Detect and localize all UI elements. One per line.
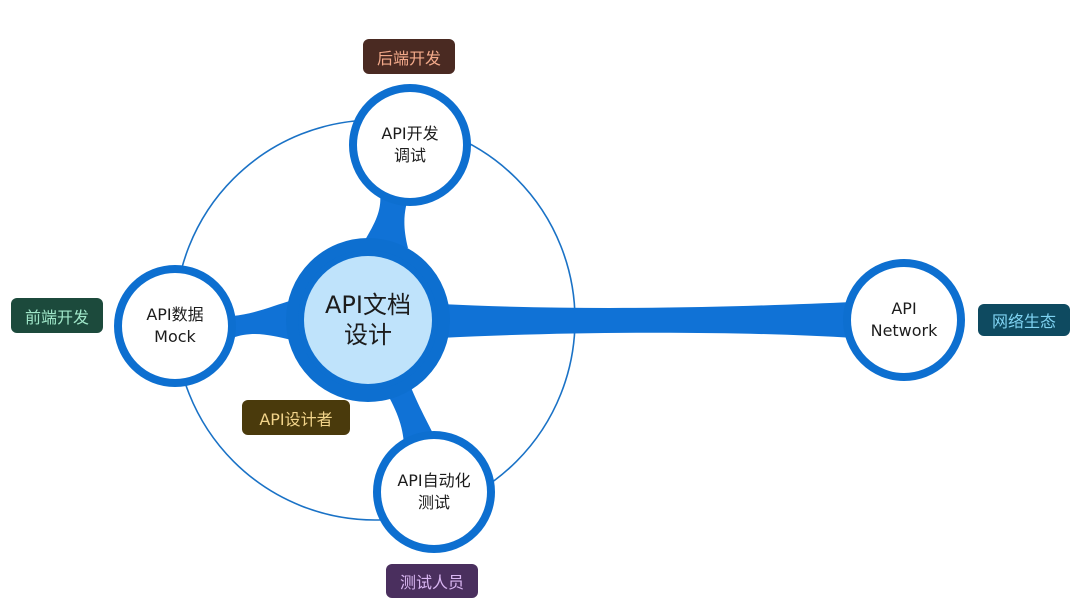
- tag-api-designer: API设计者: [242, 400, 350, 435]
- center-node-label: API文档 设计: [325, 291, 411, 349]
- center-node-core: [304, 256, 432, 384]
- tag-frontend-dev: 前端开发: [11, 298, 103, 333]
- tag-tester: 测试人员: [386, 564, 478, 598]
- connector-to-network: [440, 302, 854, 338]
- node-mock-circle: [114, 265, 236, 387]
- node-test-label: API自动化 测试: [397, 471, 471, 512]
- node-network-circle: [843, 259, 965, 381]
- connector-to-dev: [362, 192, 410, 248]
- node-dev-label: API开发 调试: [381, 124, 439, 165]
- node-network-label: API Network: [870, 299, 938, 340]
- node-dev-circle: [349, 84, 471, 206]
- connector-to-mock: [232, 300, 293, 340]
- tag-backend-dev: 后端开发: [363, 39, 455, 74]
- node-test-circle: [373, 431, 495, 553]
- tag-network-ecosystem: 网络生态: [978, 304, 1070, 336]
- node-mock-label: API数据 Mock: [146, 305, 204, 346]
